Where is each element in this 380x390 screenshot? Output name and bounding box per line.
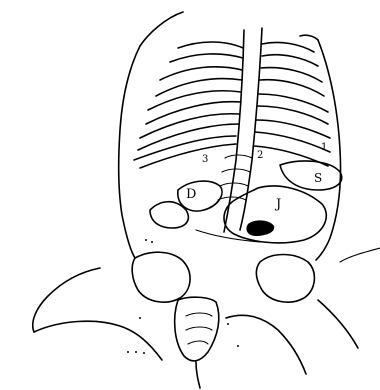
left-flank-outline	[119, 46, 140, 258]
speckle	[127, 351, 129, 353]
right-ribs	[254, 42, 330, 166]
sacral-segment-1	[186, 313, 212, 316]
right-rib-5	[254, 146, 328, 166]
left-rib-4	[140, 114, 239, 138]
speckle	[227, 323, 229, 325]
right-rib-2b	[260, 80, 324, 96]
left-rib-5b	[140, 144, 236, 168]
spine-left-edge	[224, 30, 244, 232]
stomach-outline	[280, 161, 342, 190]
spinal-column	[218, 28, 262, 232]
contrast-patch	[246, 220, 274, 236]
speckle	[145, 239, 147, 241]
vertebra-line-1	[225, 155, 252, 158]
right-shoulder-line	[300, 35, 318, 40]
speckle	[139, 317, 141, 319]
right-rib-1	[262, 42, 314, 52]
vertebra-line-4	[218, 197, 246, 200]
label-2: 2	[257, 150, 263, 161]
label-d: D	[186, 187, 196, 202]
label-s: S	[314, 171, 322, 185]
vertebra-line-2	[222, 169, 250, 172]
sacrum-outline	[175, 297, 219, 361]
left-rib-5	[134, 136, 236, 160]
vertebra-line-3	[220, 183, 248, 186]
speckle	[237, 345, 239, 347]
right-flank-outline	[316, 40, 341, 260]
left-thigh-line	[34, 321, 162, 360]
label-3: 3	[202, 154, 208, 165]
coccyx-line	[196, 362, 200, 388]
right-rib-1b	[262, 55, 318, 66]
speckle	[135, 351, 137, 353]
speckle	[151, 241, 153, 243]
right-rib-4b	[255, 132, 330, 152]
left-iliac-wing	[132, 252, 190, 302]
right-edge-line	[340, 248, 380, 262]
sacral-segment-2	[186, 327, 212, 330]
left-rib-1b	[170, 54, 243, 62]
right-thigh-line	[226, 315, 306, 374]
labels: D J S 1 2 3	[186, 142, 327, 212]
speckle	[143, 352, 145, 354]
neck-line-left	[140, 12, 183, 46]
left-ribs	[134, 42, 243, 168]
left-rib-1	[178, 42, 243, 48]
sacral-segment-3	[188, 341, 208, 344]
label-j: J	[274, 197, 281, 212]
pelvis	[33, 252, 358, 388]
label-1: 1	[321, 142, 327, 153]
jejunum-outline	[224, 186, 326, 243]
right-hip-outline	[318, 300, 358, 348]
duodenum-outline	[178, 181, 222, 211]
right-iliac-wing	[256, 255, 314, 303]
right-rib-4	[256, 120, 330, 138]
right-rib-3	[259, 94, 328, 112]
